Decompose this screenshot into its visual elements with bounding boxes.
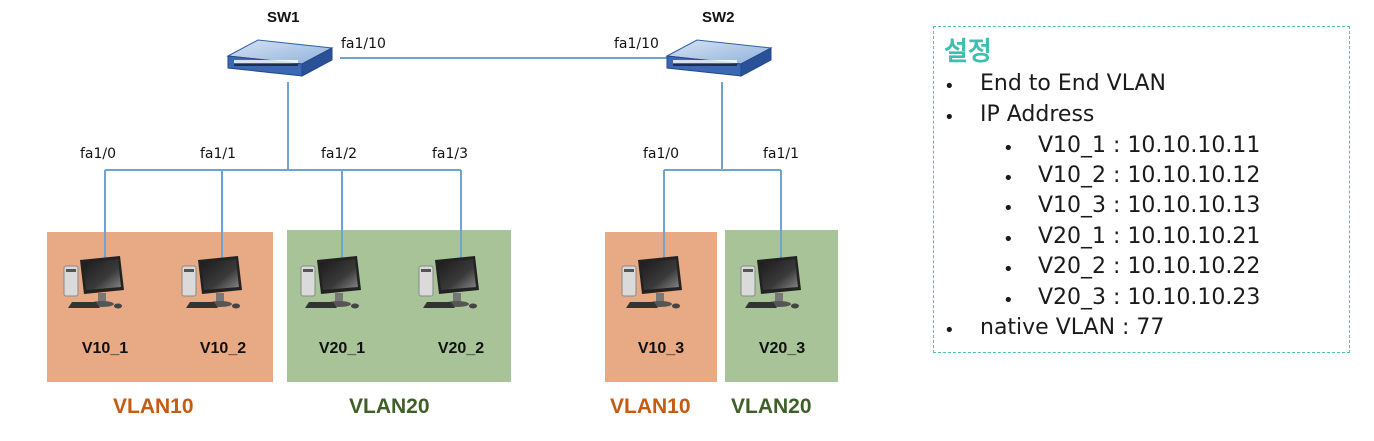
settings-item: native VLAN : 77 [980,315,1165,340]
bullet: • [1003,290,1014,311]
port-label: fa1/1 [763,146,800,162]
pc-name: V10_3 [637,340,685,357]
ip-item: V10_2 : 10.10.10.12 [1038,163,1261,188]
port-label: fa1/2 [321,146,358,162]
vlan-label: VLAN10 [610,395,691,418]
bullet: • [1003,259,1014,280]
bullet: • [1003,138,1014,159]
port-label: fa1/0 [80,146,117,162]
port-label: fa1/10 [614,36,659,52]
pc-v20-3-icon[interactable] [740,255,802,309]
pc-v20-2-icon[interactable] [418,255,480,309]
port-label: fa1/10 [341,36,386,52]
sw1-switch-icon[interactable] [227,39,333,77]
ip-item: V20_3 : 10.10.10.23 [1038,285,1261,310]
pc-name: V10_1 [81,340,129,357]
pc-name: V20_1 [318,340,366,357]
settings-title: 설정 [944,37,992,67]
pc-name: V10_2 [199,340,247,357]
vlan-label: VLAN10 [113,395,194,418]
port-label: fa1/0 [643,146,680,162]
bullet: • [944,107,955,128]
settings-item: End to End VLAN [980,71,1167,96]
bullet: • [1003,229,1014,250]
sw1-label: SW1 [267,9,300,26]
settings-item: IP Address [980,102,1095,127]
pc-name: V20_2 [437,340,485,357]
bullet: • [944,76,955,97]
ip-item: V10_3 : 10.10.10.13 [1038,193,1261,218]
pc-v10-2-icon[interactable] [181,255,243,309]
port-label: fa1/1 [200,146,237,162]
pc-v10-3-icon[interactable] [621,255,683,309]
pc-v10-1-icon[interactable] [63,255,125,309]
sw2-switch-icon[interactable] [666,39,772,77]
vlan-label: VLAN20 [349,395,430,418]
sw2-label: SW2 [702,9,735,26]
port-label: fa1/3 [432,146,469,162]
vlan-label: VLAN20 [731,395,812,418]
pc-v20-1-icon[interactable] [300,255,362,309]
ip-item: V10_1 : 10.10.10.11 [1038,133,1261,158]
bullet: • [1003,198,1014,219]
settings-panel: 설정 • End to End VLAN • IP Address • V10_… [933,26,1350,353]
ip-item: V20_1 : 10.10.10.21 [1038,224,1261,249]
pc-name: V20_3 [758,340,806,357]
bullet: • [1003,168,1014,189]
ip-item: V20_2 : 10.10.10.22 [1038,254,1261,279]
bullet: • [944,320,955,341]
vlan10-zone-sw2 [605,232,717,382]
